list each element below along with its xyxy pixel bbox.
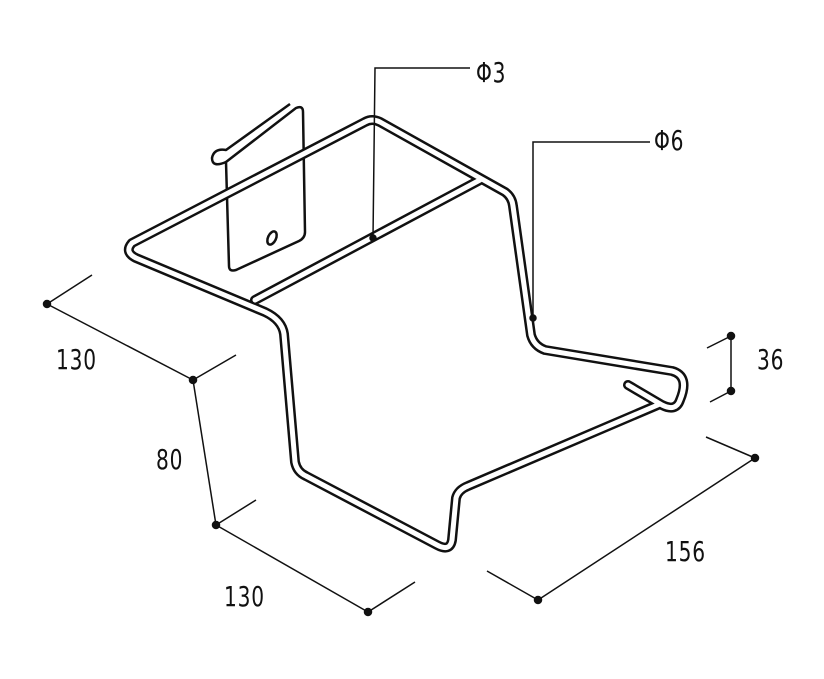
width-label: 156 <box>665 535 706 568</box>
rise-label: 36 <box>757 343 785 376</box>
leader-lines <box>369 67 650 322</box>
depth-bottom-label: 130 <box>224 580 265 613</box>
height-label: 80 <box>156 443 184 476</box>
mounting-plate <box>210 102 307 272</box>
dimension-lines <box>42 274 760 617</box>
frame-diameter-label: Φ6 <box>654 124 685 157</box>
wire-frame <box>123 115 689 553</box>
depth-top-label: 130 <box>56 343 97 376</box>
rod-diameter-label: Φ3 <box>476 56 507 89</box>
